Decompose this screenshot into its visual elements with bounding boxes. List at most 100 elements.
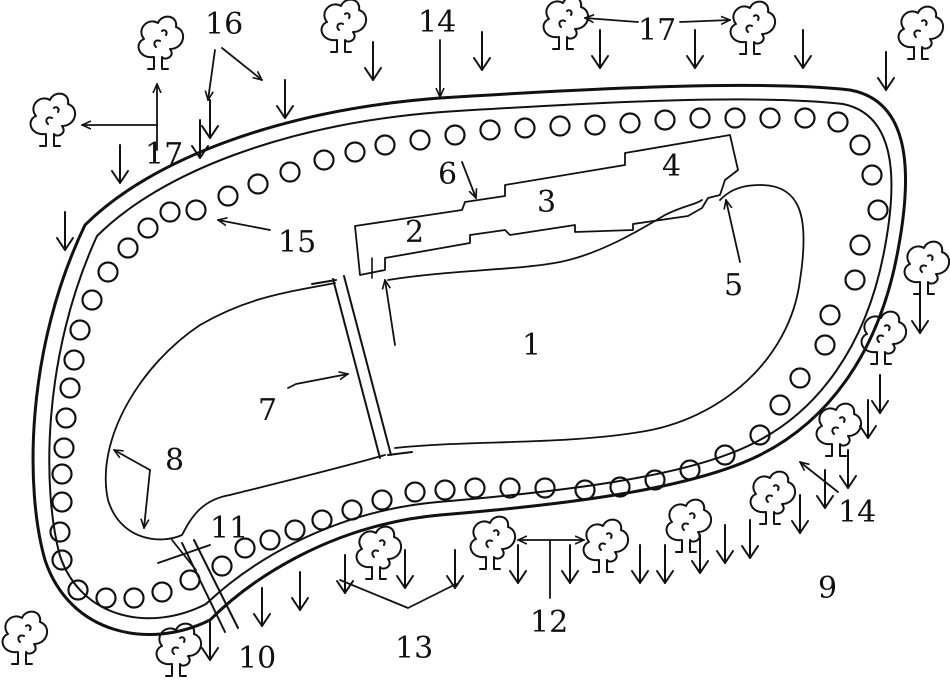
spillway-10 (181, 539, 239, 633)
ring-marker-icon (749, 424, 771, 446)
ring-marker-icon (769, 394, 791, 416)
dam-7 (311, 275, 413, 459)
ring-marker-icon (51, 463, 73, 485)
down-arrow-icon (911, 294, 929, 334)
observation-wells (49, 107, 889, 609)
ring-marker-icon (789, 367, 811, 389)
ring-marker-icon (81, 289, 103, 311)
ring-marker-icon (827, 111, 849, 133)
down-arrow-icon (631, 544, 649, 584)
tree-icon (137, 15, 185, 70)
ring-marker-icon (179, 569, 201, 591)
tree-icon (903, 240, 950, 295)
ring-marker-icon (185, 199, 207, 221)
ring-marker-icon (51, 491, 73, 513)
ring-marker-icon (53, 437, 75, 459)
ring-marker-icon (137, 217, 159, 239)
label-14-top: 14 (418, 5, 456, 40)
down-arrow-icon (871, 374, 889, 414)
ring-marker-icon (464, 477, 486, 499)
down-arrow-icon (364, 41, 382, 81)
down-arrow-icon (291, 571, 309, 611)
label-10: 10 (238, 641, 276, 676)
ring-marker-icon (861, 164, 883, 186)
ring-marker-icon (609, 476, 631, 498)
tree-icon (355, 525, 403, 580)
down-arrow-icon (877, 51, 895, 91)
tree-icon (320, 0, 368, 53)
tree-icon (897, 5, 945, 60)
ring-marker-icon (344, 141, 366, 163)
outer-embankment (31, 83, 907, 636)
ring-marker-icon (689, 107, 711, 129)
gate-11-cross (157, 539, 211, 571)
ring-marker-icon (759, 107, 781, 129)
settling-pond-edge (387, 199, 703, 281)
down-arrow-icon (396, 549, 414, 589)
ring-marker-icon (679, 459, 701, 481)
down-arrow-icon (253, 587, 271, 627)
label-16: 16 (205, 7, 243, 42)
label-14-right: 14 (838, 495, 876, 530)
down-arrow-icon (561, 544, 579, 584)
label-11: 11 (210, 511, 248, 546)
ring-marker-icon (313, 149, 335, 171)
ring-marker-icon (311, 509, 333, 531)
down-arrow-icon (446, 549, 464, 589)
ring-marker-icon (654, 109, 676, 131)
down-arrow-icon (111, 144, 129, 184)
ring-marker-icon (374, 134, 396, 156)
label-8: 8 (165, 443, 184, 478)
down-arrow-icon (201, 99, 219, 139)
tree-icon (729, 0, 777, 55)
ring-marker-icon (259, 529, 281, 551)
ring-marker-icon (51, 549, 73, 571)
tree-icon (1, 610, 49, 665)
ring-marker-icon (67, 579, 89, 601)
diagram-labels: 1 2 3 4 5 6 7 8 9 10 11 12 13 14 14 15 1… (145, 5, 876, 676)
tree-icon (542, 0, 590, 50)
down-arrow-icon (191, 119, 209, 159)
label-15: 15 (278, 225, 316, 260)
ring-marker-icon (724, 107, 746, 129)
inner-shoreline-east (394, 184, 805, 449)
tree-icon (749, 470, 797, 525)
down-arrow-icon (276, 79, 294, 119)
down-arrow-icon (336, 554, 354, 594)
down-arrow-icon (509, 544, 527, 584)
ring-marker-icon (409, 129, 431, 151)
ring-marker-icon (97, 261, 119, 283)
down-arrow-icon (686, 29, 704, 69)
ring-marker-icon (814, 334, 836, 356)
down-arrow-icon (794, 29, 812, 69)
ring-marker-icon (217, 185, 239, 207)
label-17-top: 17 (638, 13, 676, 48)
ring-marker-icon (714, 444, 736, 466)
label-13: 13 (395, 631, 433, 666)
label-17-left: 17 (145, 137, 183, 172)
ring-marker-icon (159, 201, 181, 223)
ring-marker-icon (341, 499, 363, 521)
ring-marker-icon (849, 234, 871, 256)
label-9: 9 (818, 571, 837, 606)
ring-marker-icon (514, 117, 536, 139)
down-arrow-icon (791, 494, 809, 534)
ring-marker-icon (434, 479, 456, 501)
ring-marker-icon (69, 319, 91, 341)
ring-marker-icon (867, 199, 889, 221)
ring-marker-icon (63, 349, 85, 371)
ring-marker-icon (284, 519, 306, 541)
tree-icon (860, 310, 908, 365)
ring-marker-icon (479, 119, 501, 141)
down-arrow-icon (816, 469, 834, 509)
label-1: 1 (522, 328, 541, 363)
down-arrow-icon (741, 519, 759, 559)
ring-marker-icon (849, 134, 871, 156)
ring-marker-icon (644, 469, 666, 491)
label-7: 7 (258, 393, 277, 428)
ring-marker-icon (49, 521, 71, 543)
ring-marker-icon (95, 587, 117, 609)
label-5: 5 (724, 268, 743, 303)
